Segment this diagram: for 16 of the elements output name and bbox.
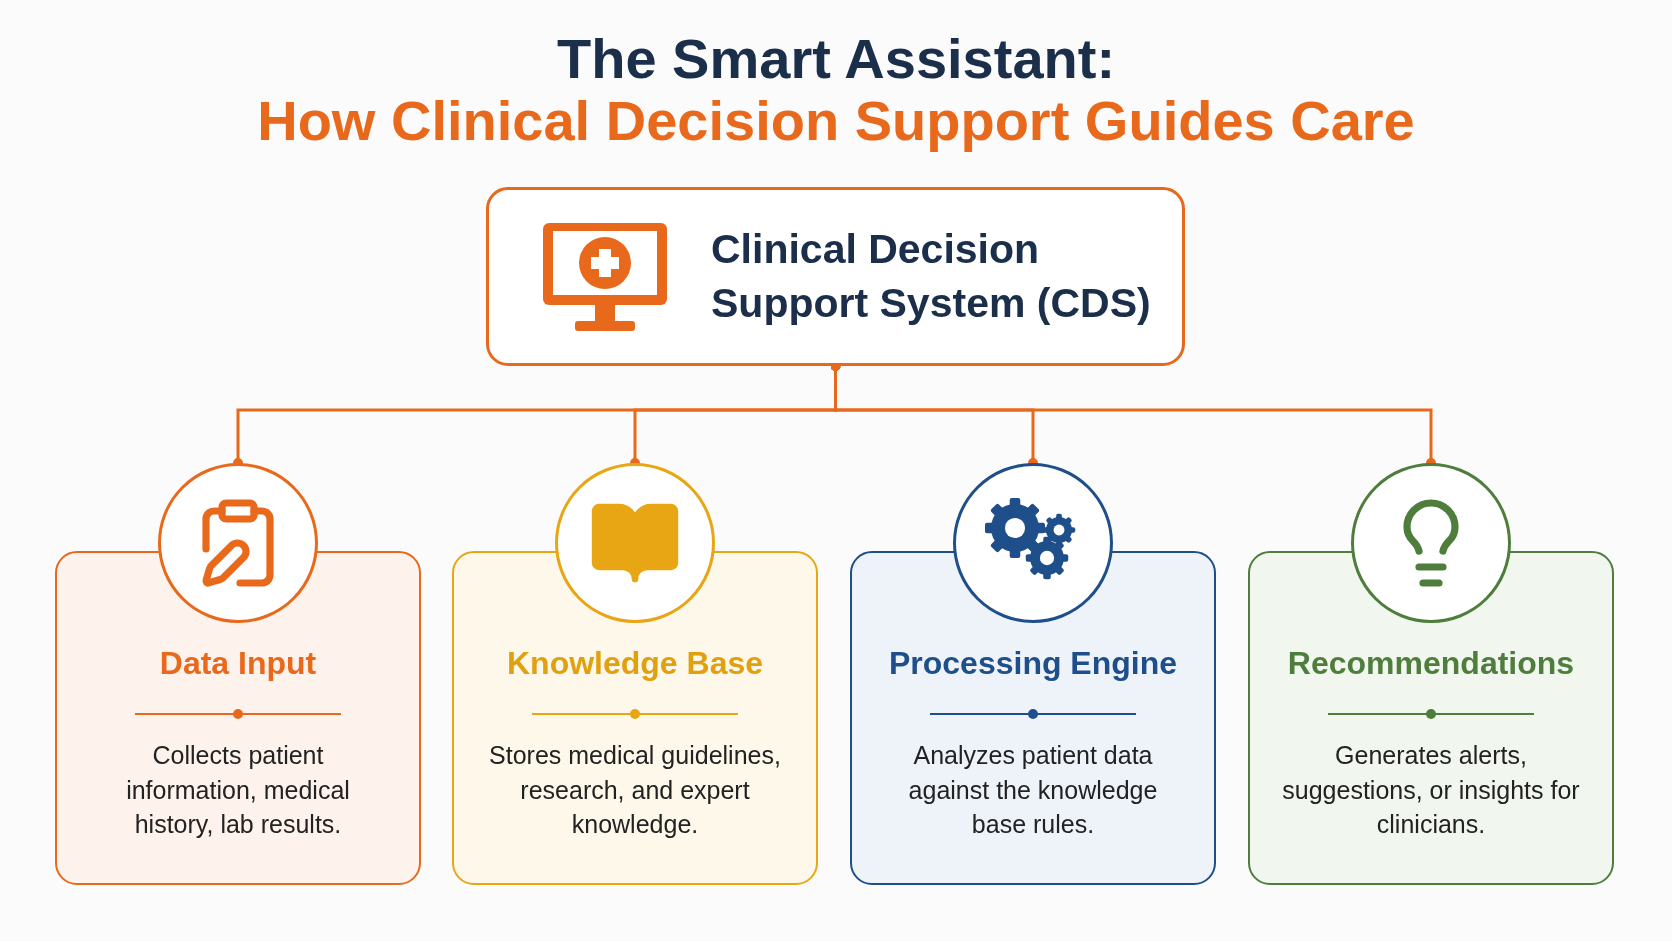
- card-heading: Processing Engine: [888, 645, 1178, 682]
- info-card: [1248, 551, 1614, 885]
- card-heading: Recommendations: [1287, 645, 1575, 682]
- info-card: [55, 551, 421, 885]
- subtitle: How Clinical Decision Support Guides Care: [256, 88, 1416, 153]
- card-heading: Data Input: [159, 645, 317, 682]
- info-card: [850, 551, 1216, 885]
- card-description: Generates alerts, suggestions, or insights for clinicians.: [1281, 740, 1581, 840]
- info-card: [452, 551, 818, 885]
- system-box: [486, 187, 1185, 366]
- card-description: Analyzes patient data against the knowledge base rules.: [907, 740, 1159, 840]
- box-title: Clinical Decision Support System (CDS): [711, 225, 1151, 328]
- card-description: Stores medical guidelines, research, and expert knowledge.: [488, 740, 782, 840]
- title: The Smart Assistant:: [555, 26, 1117, 91]
- card-description: Collects patient information, medical history, lab results.: [125, 740, 351, 840]
- card-heading: Knowledge Base: [506, 645, 764, 682]
